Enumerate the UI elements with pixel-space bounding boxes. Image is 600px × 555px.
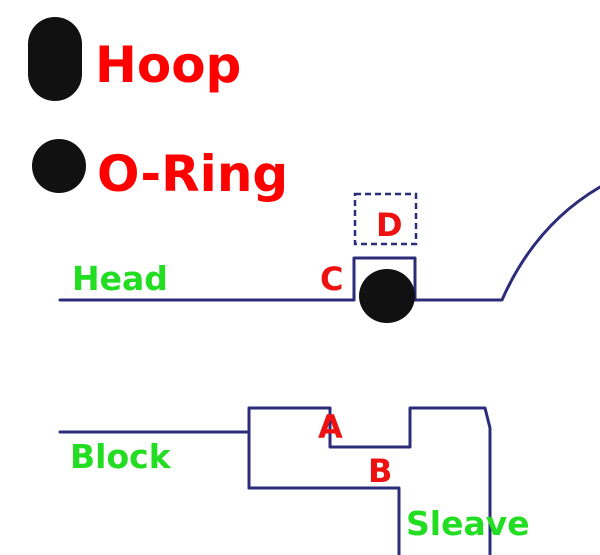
- point-b-label: B: [368, 452, 392, 490]
- point-a-label: A: [318, 408, 343, 446]
- sleave-label: Sleave: [406, 504, 530, 543]
- legend: Hoop O-Ring: [28, 17, 288, 203]
- legend-oring-label: O-Ring: [97, 145, 288, 203]
- head-assembly: Head C D: [58, 185, 600, 323]
- block-lower-step: [247, 486, 401, 555]
- oring-icon: [32, 139, 86, 193]
- point-d-label: D: [376, 206, 403, 244]
- point-c-label: C: [320, 260, 343, 298]
- block-label: Block: [70, 437, 172, 476]
- block-assembly: Block Sleave A B: [58, 406, 530, 555]
- hoop-icon: [28, 17, 82, 101]
- block-outline: [247, 406, 492, 555]
- legend-hoop-label: Hoop: [95, 36, 241, 94]
- oring-shape: [359, 269, 415, 323]
- head-line: [58, 185, 600, 302]
- position-d-outline: [353, 192, 418, 246]
- head-label: Head: [72, 259, 168, 298]
